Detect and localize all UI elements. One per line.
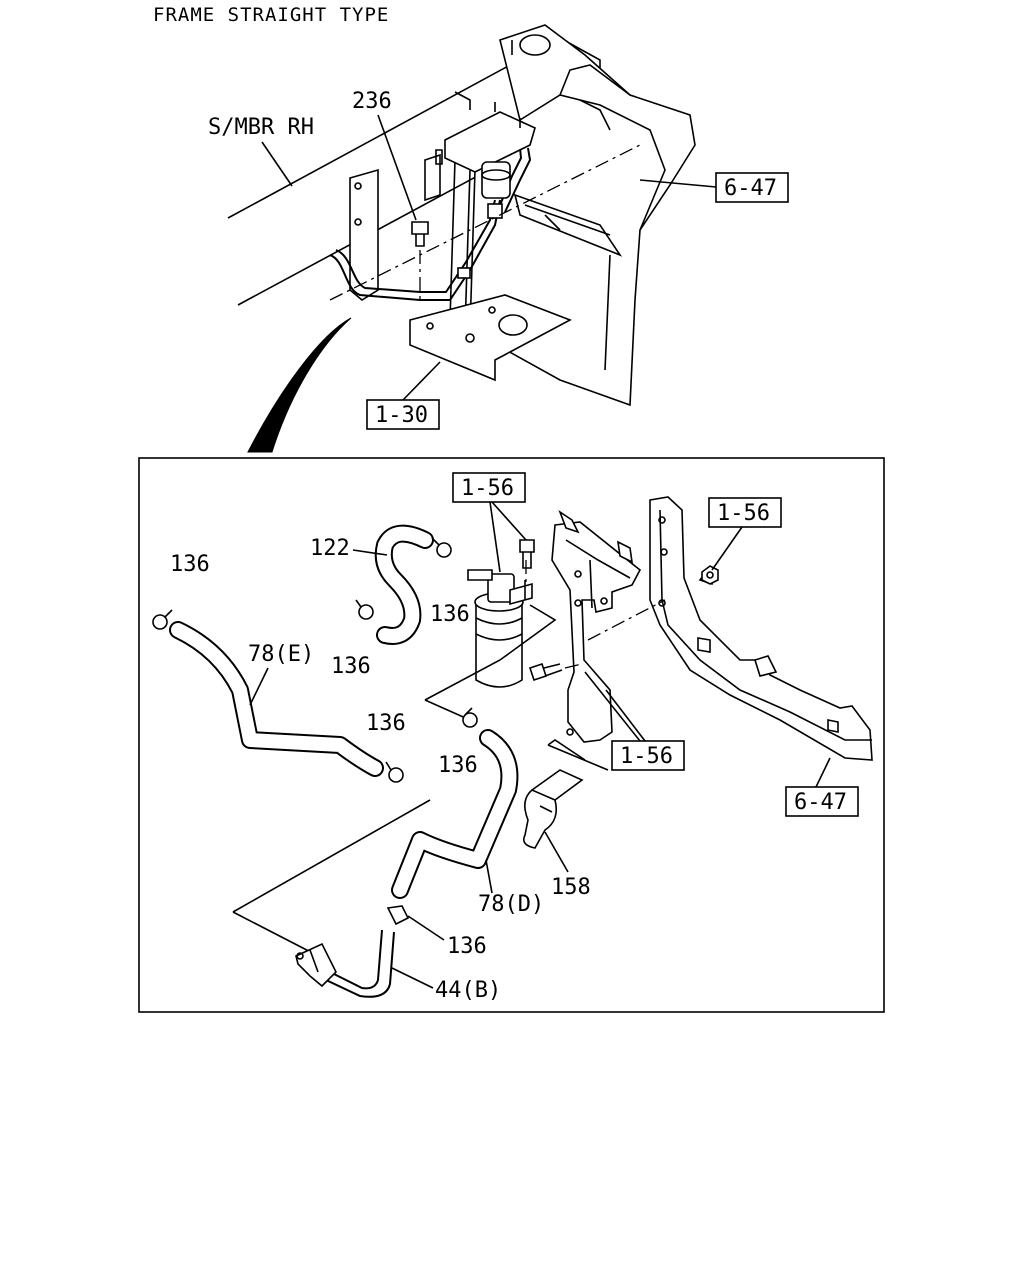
hose-78d <box>391 729 519 899</box>
label-158: 158 <box>544 831 591 900</box>
plane-line-1 <box>424 604 557 701</box>
diagram-title: FRAME STRAIGHT TYPE <box>153 4 389 26</box>
svg-text:6-47: 6-47 <box>794 790 847 815</box>
svg-text:1-56: 1-56 <box>461 476 514 501</box>
top-assembly-view: S/MBR RH 236 6-47 1-30 <box>208 24 789 453</box>
label-44b: 44(B) <box>391 967 501 1003</box>
svg-text:78(E): 78(E) <box>248 642 314 667</box>
frame-member <box>649 496 873 761</box>
label-part-236: 236 <box>352 89 417 221</box>
hex-nut <box>701 565 719 585</box>
bolt-236 <box>411 221 429 300</box>
label-136-d: 136 <box>366 711 406 736</box>
hose-122 <box>374 524 434 645</box>
label-78d: 78(D) <box>478 859 544 917</box>
svg-text:136: 136 <box>438 753 478 778</box>
ref-box-1-56-top: 1-56 <box>452 472 527 573</box>
ref-box-6-47-detail: 6-47 <box>785 757 859 817</box>
plane-line-2 <box>424 699 471 721</box>
plane-line-4 <box>232 799 431 913</box>
ref-box-1-56-lower: 1-56 <box>584 671 685 771</box>
label-side-member: S/MBR RH <box>208 115 314 187</box>
svg-text:136: 136 <box>430 602 470 627</box>
svg-text:158: 158 <box>551 875 591 900</box>
label-122: 122 <box>310 536 388 561</box>
lower-bracket <box>409 294 572 382</box>
pipe-44b <box>295 929 395 998</box>
detail-arrow <box>247 317 352 453</box>
svg-text:S/MBR RH: S/MBR RH <box>208 115 314 140</box>
bolt-lower <box>528 662 563 682</box>
svg-text:6-47: 6-47 <box>724 176 777 201</box>
clamp-136-c <box>355 599 374 620</box>
detail-frame <box>138 457 885 1013</box>
clamp-136-e <box>462 707 478 728</box>
centerline-detail-2 <box>564 663 583 669</box>
svg-text:1-30: 1-30 <box>375 403 428 428</box>
detail-view: 1-56 1-56 1-56 6-47 122 136 136 <box>152 472 873 1003</box>
clamp-158 <box>522 769 584 849</box>
clamp-136-a <box>152 609 173 630</box>
pipe-runs <box>329 147 532 301</box>
svg-text:136: 136 <box>170 552 210 577</box>
clamp-136-b <box>431 537 452 558</box>
mounting-bracket <box>547 509 642 761</box>
svg-text:236: 236 <box>352 89 392 114</box>
label-78e: 78(E) <box>248 642 314 706</box>
label-136-a: 136 <box>170 552 210 577</box>
clamp-136-d <box>385 761 404 783</box>
clamp-136-f <box>386 905 410 926</box>
bolt-dryer <box>519 539 535 569</box>
svg-text:136: 136 <box>331 654 371 679</box>
label-136-e: 136 <box>438 753 478 778</box>
ref-box-1-56-right: 1-56 <box>708 497 782 571</box>
svg-text:1-56: 1-56 <box>717 501 770 526</box>
plane-line-3 <box>547 744 609 771</box>
centerline-top <box>329 144 641 301</box>
ref-box-1-30: 1-30 <box>366 361 441 430</box>
ref-box-6-47-top: 6-47 <box>639 172 789 203</box>
svg-text:122: 122 <box>310 536 350 561</box>
label-136-c: 136 <box>331 654 371 679</box>
svg-text:78(D): 78(D) <box>478 892 544 917</box>
label-136-b: 136 <box>430 602 470 627</box>
receiver-dryer-detail <box>467 560 533 688</box>
label-136-f: 136 <box>407 915 487 959</box>
svg-text:136: 136 <box>366 711 406 736</box>
svg-text:44(B): 44(B) <box>435 978 501 1003</box>
receiver-dryer <box>435 102 536 199</box>
hose-78e <box>169 621 384 777</box>
svg-text:136: 136 <box>447 934 487 959</box>
svg-text:1-56: 1-56 <box>620 744 673 769</box>
